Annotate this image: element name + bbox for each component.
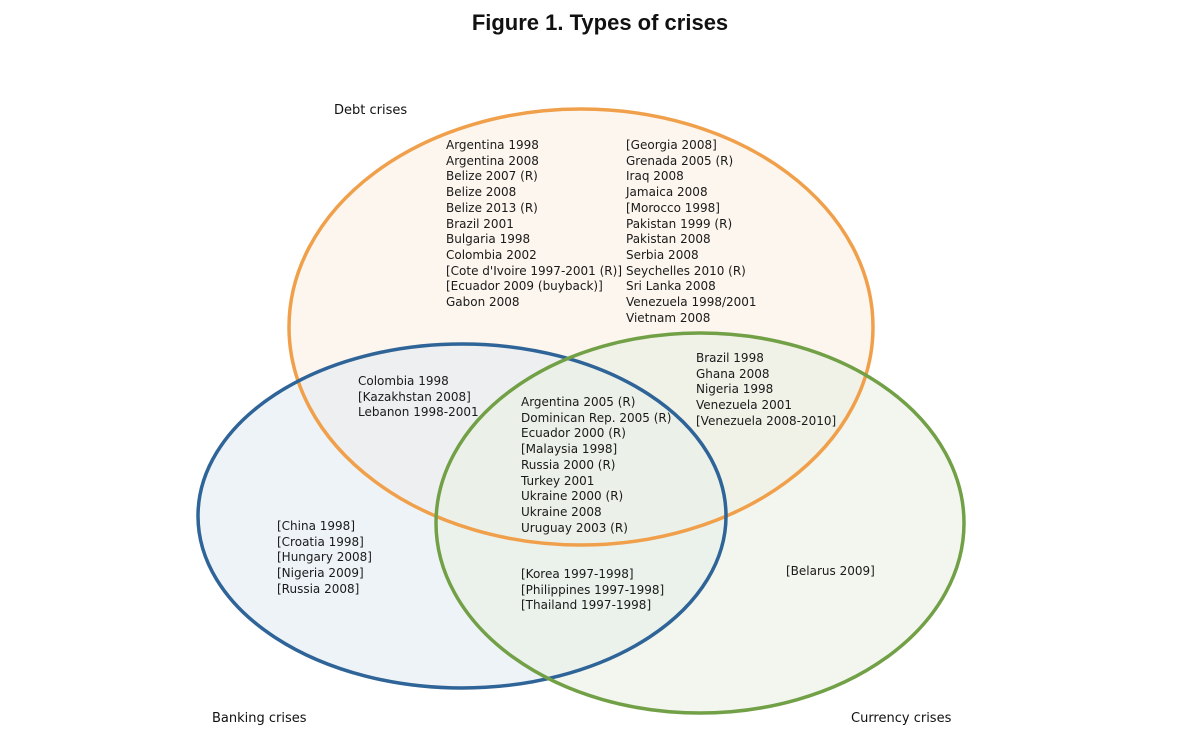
country-entry: Iraq 2008 (626, 169, 684, 184)
country-entry: Colombia 1998 (358, 374, 449, 388)
country-entry: Bulgaria 1998 (446, 232, 531, 247)
country-entry: [Russia 2008] (277, 581, 360, 596)
banking-crises-label: Banking crises (212, 711, 307, 726)
country-entry: Gabon 2008 (446, 295, 520, 310)
figure-title: Figure 1. Types of crises (471, 10, 729, 35)
country-entry: [Croatia 1998] (277, 534, 364, 549)
country-entry: Venezuela 2001 (696, 398, 792, 413)
country-entry: Sri Lanka 2008 (626, 279, 716, 294)
banking-only-list: [China 1998][Croatia 1998][Hungary 2008]… (277, 519, 372, 598)
currency-crises-fill (436, 333, 964, 713)
country-entry: Belize 2013 (R) (446, 200, 538, 215)
country-entry: Serbia 2008 (626, 247, 699, 262)
country-entry: [China 1998] (277, 519, 355, 533)
country-entry: Jamaica 2008 (626, 185, 708, 200)
country-entry: Ukraine 2008 (521, 504, 602, 519)
country-entry: Dominican Rep. 2005 (R) (521, 410, 672, 425)
country-entry: [Kazakhstan 2008] (358, 389, 471, 404)
country-entry: Grenada 2005 (R) (626, 153, 734, 168)
country-entry: Belize 2007 (R) (446, 169, 538, 184)
currency-crises-label: Currency crises (851, 711, 952, 726)
currency-crises-circle (434, 331, 966, 715)
country-entry: [Nigeria 2009] (277, 566, 364, 581)
country-entry: Argentina 2008 (446, 153, 539, 168)
country-entry: [Morocco 1998] (626, 200, 720, 215)
country-entry: [Hungary 2008] (277, 550, 372, 565)
country-entry: Brazil 2001 (446, 216, 514, 231)
country-entry: [Georgia 2008] (626, 138, 717, 152)
country-entry: Colombia 2002 (446, 247, 537, 262)
country-entry: Brazil 1998 (696, 351, 764, 365)
country-entry: Pakistan 2008 (626, 232, 711, 247)
country-entry: Seychelles 2010 (R) (626, 263, 746, 278)
all-three-list: Argentina 2005 (R)Dominican Rep. 2005 (R… (521, 395, 671, 536)
country-entry: [Belarus 2009] (786, 564, 875, 578)
debt-crises-circle (287, 107, 875, 547)
country-entry: Ukraine 2000 (R) (521, 489, 624, 504)
country-entry: [Malaysia 1998] (521, 442, 618, 457)
country-entry: Nigeria 1998 (696, 382, 774, 397)
banking-currency-list: [Korea 1997-1998][Philippines 1997-1998]… (521, 567, 664, 614)
country-entry: Argentina 1998 (446, 138, 539, 152)
country-entry: [Korea 1997-1998] (521, 567, 634, 581)
country-entry: [Thailand 1997-1998] (521, 598, 652, 613)
country-entry: [Venezuela 2008-2010] (696, 413, 837, 428)
country-entry: Venezuela 1998/2001 (626, 295, 757, 310)
country-entry: Uruguay 2003 (R) (521, 520, 628, 535)
country-entry: Ghana 2008 (696, 366, 770, 381)
country-entry: Vietnam 2008 (626, 310, 711, 325)
country-entry: [Philippines 1997-1998] (521, 582, 665, 597)
country-entry: Argentina 2005 (R) (521, 395, 636, 409)
currency-only-list: [Belarus 2009] (786, 564, 875, 580)
country-entry: Belize 2008 (446, 185, 517, 200)
country-entry: [Cote d'Ivoire 1997-2001 (R)] (446, 263, 623, 278)
debt-banking-list: Colombia 1998[Kazakhstan 2008]Lebanon 19… (358, 374, 479, 421)
country-entry: [Ecuador 2009 (buyback)] (446, 279, 603, 294)
country-entry: Pakistan 1999 (R) (626, 216, 733, 231)
country-entry: Ecuador 2000 (R) (521, 426, 626, 441)
country-entry: Turkey 2001 (521, 473, 595, 488)
country-entry: Russia 2000 (R) (521, 457, 616, 472)
country-entry: Lebanon 1998-2001 (358, 405, 479, 420)
banking-crises-circle (196, 342, 728, 690)
debt-crises-label: Debt crises (334, 103, 408, 118)
